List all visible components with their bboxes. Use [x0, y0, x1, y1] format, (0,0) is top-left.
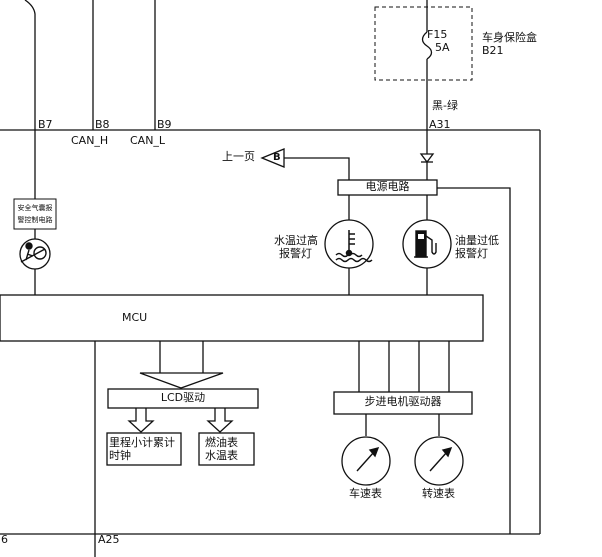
fuse-rating: 5A [435, 41, 450, 54]
fuse-box-name: 车身保险盒 [482, 31, 537, 44]
wire-color-label: 黑-绿 [432, 99, 458, 112]
coolant-temperature-icon [335, 230, 373, 263]
lcd-driver-box [107, 388, 259, 409]
airbag-warning-icon [20, 242, 47, 263]
can-h-label: CAN_H [71, 134, 109, 147]
pin-b8: B8 [95, 118, 110, 131]
fuse-box-code: B21 [482, 44, 504, 57]
tachometer-label: 转速表 [422, 487, 455, 500]
water-temp-lamp-line2: 报警灯 [279, 247, 312, 260]
mcu-box [0, 294, 484, 342]
pin-left-bottom: 6 [1, 533, 8, 546]
gauge-line1: 燃油表 [205, 436, 238, 449]
bus-lcd-odometer-arrow [127, 408, 155, 433]
airbag-label-line1: 安全气囊报 [17, 204, 53, 212]
tachometer-needle-icon [429, 446, 453, 472]
stepper-driver-box [333, 391, 473, 415]
wire-page-ref [284, 157, 350, 180]
odometer-line1: 里程小计累计 [109, 436, 175, 449]
fuel-temp-gauge-box [198, 432, 255, 466]
bus-mcu-lcd-arrowhead [139, 372, 224, 389]
speedometer-needle-icon [356, 446, 380, 472]
mcu-label: MCU [122, 311, 148, 324]
page-ref-marker: B [273, 152, 281, 163]
fuel-lamp-ring [402, 219, 452, 269]
gauge-line2: 水温表 [205, 449, 238, 462]
speedometer-label: 车速表 [349, 487, 382, 500]
fuse-symbol-icon [421, 31, 433, 60]
page-ref-marker-icon [260, 148, 285, 168]
odometer-line2: 时钟 [109, 449, 131, 462]
water-temp-lamp-line1: 水温过高 [274, 234, 318, 247]
pin-b9: B9 [157, 118, 172, 131]
airbag-label-line2: 警控制电路 [17, 216, 53, 224]
fuse-box-outline [374, 6, 473, 81]
speedometer-ring [341, 436, 391, 486]
pin-a25: A25 [98, 533, 120, 546]
wire-power-bus-right [437, 187, 511, 534]
fuel-pump-icon [414, 230, 437, 258]
stepper-driver-label: 步进电机驱动器 [364, 395, 442, 408]
tachometer-ring [414, 436, 464, 486]
diode-symbol-icon [419, 153, 435, 164]
pin-a31: A31 [429, 118, 451, 131]
fuel-lamp-line1: 油量过低 [455, 234, 499, 247]
can-l-label: CAN_L [130, 134, 166, 147]
lcd-driver-label: LCD驱动 [160, 391, 206, 404]
fuse-id: F15 [427, 28, 448, 41]
page-ref-text: 上一页 [222, 150, 255, 163]
power-circuit-label: 电源电路 [365, 180, 410, 193]
pin-b7: B7 [38, 118, 53, 131]
fuel-lamp-line2: 报警灯 [455, 247, 488, 260]
wire-b7-top [24, 0, 36, 130]
odometer-box [106, 432, 182, 466]
bus-lcd-gauge-arrow [206, 408, 234, 433]
